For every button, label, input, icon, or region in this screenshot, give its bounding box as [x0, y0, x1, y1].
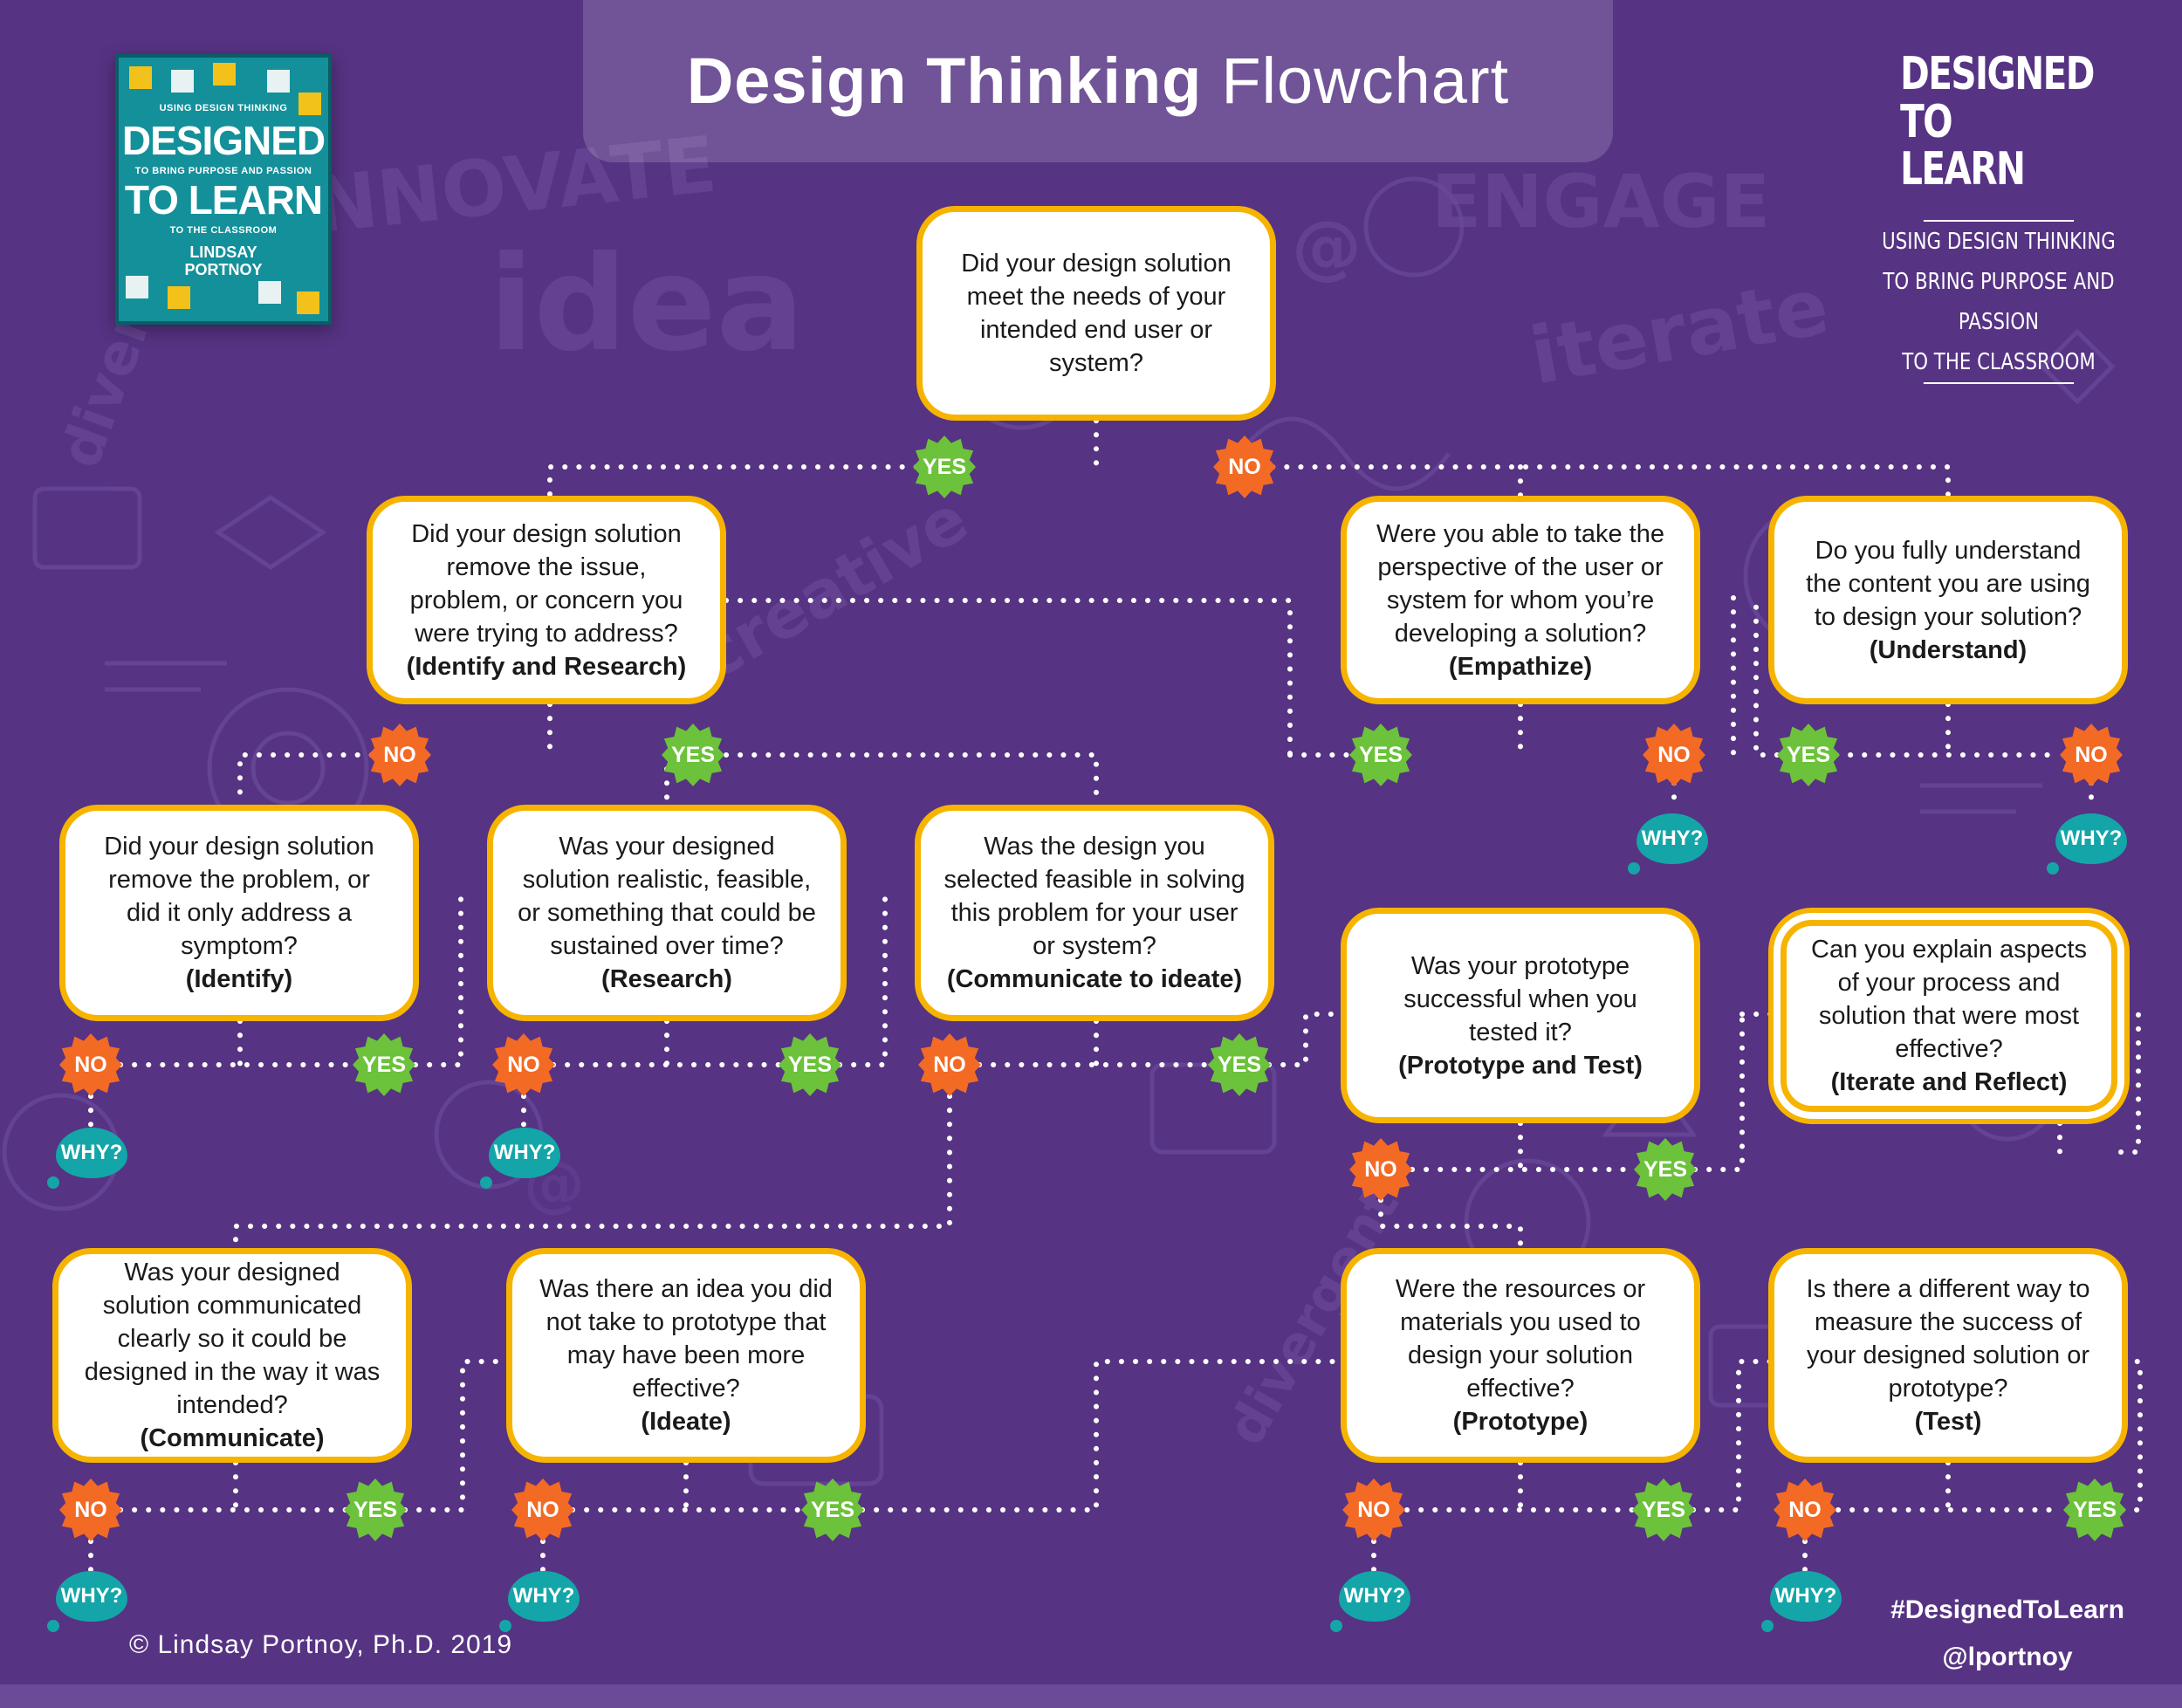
svg-text:@: @	[1292, 206, 1362, 287]
node-iterate-reflect: Can you explain aspects of your process …	[1781, 920, 2117, 1112]
node-question: Was your designed solution communicated …	[84, 1259, 381, 1419]
twitter-handle: @lportnoy	[1942, 1643, 2073, 1671]
node-prototype-test: Was your prototype successful when you t…	[1341, 908, 1700, 1123]
node-tag: (Prototype and Test)	[1398, 1051, 1643, 1080]
book-title-line1: DESIGNED	[121, 118, 326, 163]
book-author-first: LINDSAY	[189, 244, 257, 261]
title-light: Flowchart	[1221, 45, 1510, 117]
node-question: Can you explain aspects of your process …	[1811, 936, 2087, 1063]
brand-sub-line2: TO BRING PURPOSE AND PASSION	[1883, 268, 2115, 335]
brand-block: DESIGNED TO LEARN USING DESIGN THINKING …	[1842, 51, 2156, 384]
node-tag: (Ideate)	[641, 1408, 731, 1436]
node-research: Was your designed solution realistic, fe…	[487, 805, 847, 1021]
node-empathize: Were you able to take the perspective of…	[1341, 496, 1700, 704]
node-prototype: Were the resources or materials you used…	[1341, 1248, 1700, 1463]
node-tag: (Prototype)	[1452, 1408, 1588, 1436]
node-tag: (Identify)	[185, 965, 293, 993]
why-bubble-test: WHY?	[1761, 1571, 1842, 1632]
why-bubble-ideate: WHY?	[499, 1571, 580, 1632]
title-banner: Design Thinking Flowchart	[583, 0, 1613, 162]
bottom-strip	[0, 1684, 2182, 1708]
node-tag: (Research)	[601, 965, 732, 993]
node-tag: (Iterate and Reflect)	[1830, 1068, 2068, 1096]
node-question: Is there a different way to measure the …	[1806, 1275, 2090, 1403]
node-tag: (Understand)	[1869, 635, 2028, 664]
node-tag: (Identify and Research)	[406, 652, 687, 681]
node-tag: (Communicate)	[140, 1424, 325, 1452]
node-identify-research: Did your design solution remove the issu…	[367, 496, 726, 704]
social-tags: #DesignedToLearn @lportnoy	[1877, 1587, 2138, 1681]
svg-text:iterate: iterate	[1524, 261, 1835, 403]
title-bold: Design Thinking	[686, 45, 1203, 117]
book-title-line2: TO LEARN	[124, 177, 323, 223]
node-question: Was the design you selected feasible in …	[943, 833, 1245, 960]
book-tagline: USING DESIGN THINKING	[159, 103, 288, 113]
node-question: Were the resources or materials you used…	[1395, 1275, 1646, 1403]
node-ideate: Was there an idea you did not take to pr…	[506, 1248, 866, 1463]
book-subtitle: TO BRING PURPOSE AND PASSION	[134, 166, 312, 176]
why-bubble-understand: WHY?	[2047, 813, 2127, 875]
node-question: Did your design solution remove the prob…	[104, 833, 374, 960]
node-root: Did your design solution meet the needs …	[916, 206, 1276, 421]
node-question: Do you fully understand the content you …	[1806, 536, 2090, 631]
node-question: Did your design solution remove the issu…	[409, 519, 683, 648]
node-communicate: Was your designed solution communicated …	[52, 1248, 412, 1463]
hashtag: #DesignedToLearn	[1890, 1595, 2124, 1624]
node-understand: Do you fully understand the content you …	[1768, 496, 2128, 704]
node-test: Is there a different way to measure the …	[1768, 1248, 2128, 1463]
brand-sub-line1: USING DESIGN THINKING	[1882, 228, 2116, 255]
node-tag: (Empathize)	[1448, 652, 1593, 681]
why-bubble-prototype: WHY?	[1330, 1571, 1410, 1632]
node-communicate-to-ideate: Was the design you selected feasible in …	[915, 805, 1274, 1021]
svg-text:creative: creative	[686, 481, 980, 694]
book-subtitle2: TO THE CLASSROOM	[169, 225, 278, 236]
svg-text:ENGAGE: ENGAGE	[1431, 159, 1770, 244]
node-tag: (Communicate to ideate)	[946, 965, 1243, 993]
why-bubble-identify: WHY?	[47, 1128, 127, 1189]
book-author-last: PORTNOY	[184, 261, 263, 278]
node-question: Was there an idea you did not take to pr…	[539, 1275, 833, 1403]
brand-rule-bottom	[1923, 381, 2075, 384]
node-tag: (Test)	[1914, 1408, 1982, 1436]
why-bubble-research: WHY?	[480, 1128, 560, 1189]
book-cover: USING DESIGN THINKING DESIGNED TO BRING …	[115, 54, 332, 325]
svg-text:idea: idea	[489, 229, 805, 381]
node-question: Were you able to take the perspective of…	[1376, 519, 1664, 648]
copyright: © Lindsay Portnoy, Ph.D. 2019	[129, 1630, 513, 1659]
brand-rule-top	[1923, 219, 2075, 222]
brand-sub-line3: TO THE CLASSROOM	[1902, 348, 2096, 375]
why-bubble-communicate: WHY?	[47, 1571, 127, 1632]
node-identify: Did your design solution remove the prob…	[59, 805, 419, 1021]
brand-title-line2: TO LEARN	[1900, 95, 2026, 196]
node-question: Was your prototype successful when you t…	[1403, 951, 1637, 1046]
node-question: Was your designed solution realistic, fe…	[518, 833, 816, 960]
why-bubble-empathize: WHY?	[1628, 813, 1708, 875]
brand-title-line1: DESIGNED	[1900, 48, 2095, 100]
node-root-question: Did your design solution meet the needs …	[961, 250, 1232, 377]
